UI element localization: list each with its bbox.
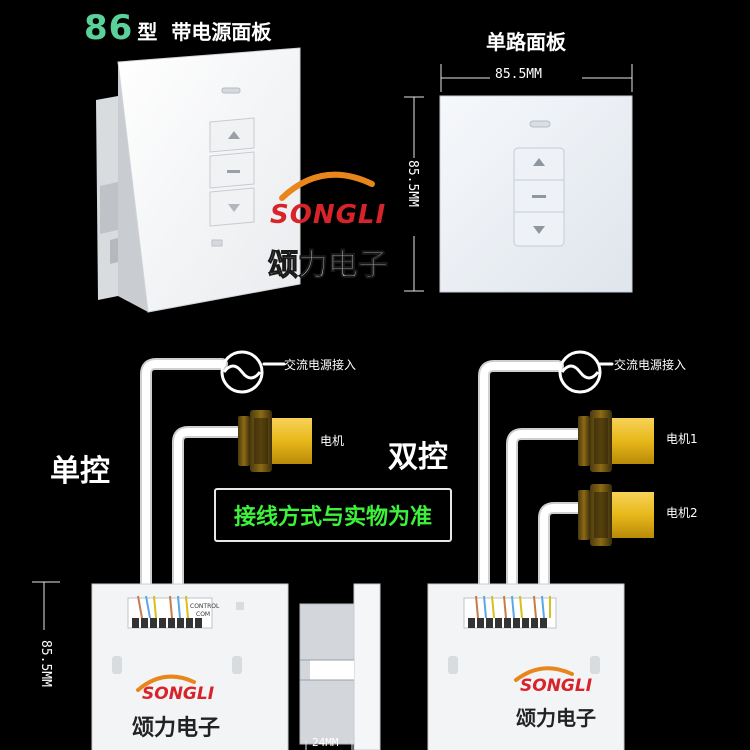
motor-label-left: 电机 [320, 434, 345, 448]
box-height-dimension-label: 85.5MM [38, 640, 53, 687]
side-view-box [299, 583, 381, 750]
brand-cjk-large: 颂力电子 [268, 248, 389, 284]
back-box-left [91, 583, 289, 750]
motor1-label: 电机1 [666, 432, 698, 446]
brand-latin-large: SONGLI [270, 200, 387, 230]
single-control-label: 单控 [50, 454, 110, 489]
panel-86-photo [96, 47, 301, 313]
title-model-number: 86 [84, 8, 134, 48]
single-control-wiring [140, 358, 286, 594]
brand-logo-mark-left [136, 674, 196, 692]
double-control-wiring [478, 360, 614, 594]
ac-power-label-left: 交流电源接入 [284, 358, 357, 372]
terminal-label-control: CONTROL [190, 603, 220, 610]
depth-dimension-label: 24MM [312, 736, 339, 749]
width-dimension-label: 85.5MM [495, 67, 542, 82]
motor2-label: 电机2 [666, 506, 698, 520]
brand-cjk-left: 颂力电子 [132, 716, 221, 741]
height-dimension-label: 85.5MM [405, 160, 420, 207]
motor-right-1 [578, 410, 654, 472]
back-box-right [427, 583, 625, 750]
single-panel-photo [439, 95, 633, 293]
ac-power-symbol-right [558, 350, 602, 394]
title-model-desc: 带电源面板 [171, 20, 272, 44]
title-model-type: 型 [137, 20, 158, 44]
dimension-lines-bottom [32, 581, 353, 750]
wiring-note-box: 接线方式与实物为准 [214, 488, 452, 542]
wiring-note-text: 接线方式与实物为准 [233, 505, 432, 530]
single-panel-title: 单路面板 [486, 30, 566, 54]
motor-right-2 [578, 484, 654, 546]
motor-left [238, 410, 312, 472]
dimension-lines-top [404, 64, 633, 292]
brand-logo-mark-large [279, 171, 375, 201]
double-control-label: 双控 [388, 440, 448, 475]
terminal-label-com: COM [196, 611, 211, 618]
ac-power-symbol-left [220, 350, 264, 394]
brand-logo-mark-right [514, 666, 574, 682]
brand-latin-left: SONGLI [142, 684, 215, 704]
brand-cjk-right: 颂力电子 [516, 706, 596, 730]
ac-power-label-right: 交流电源接入 [614, 358, 687, 372]
brand-latin-right: SONGLI [520, 676, 593, 696]
